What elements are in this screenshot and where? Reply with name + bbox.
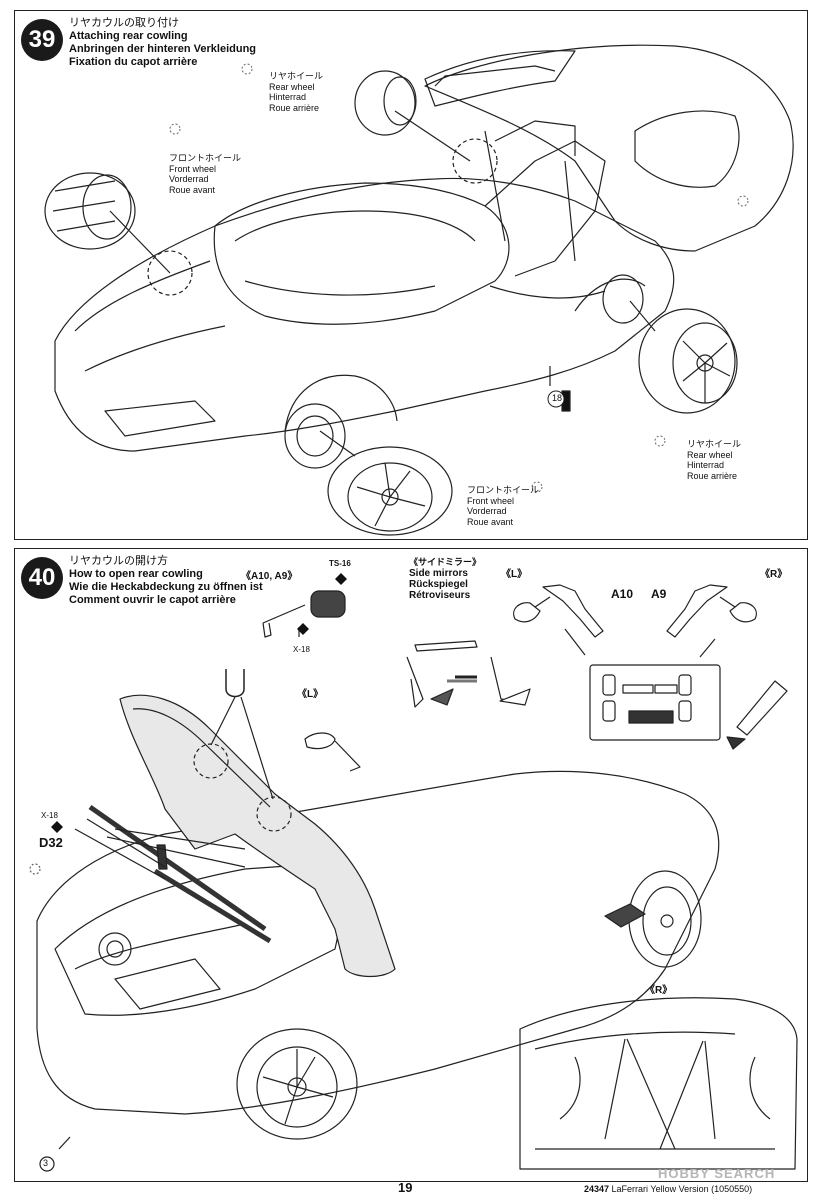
front-wheel-bottom-de: Vorderrad [467, 506, 507, 516]
rear-wheel-top-jp: リヤホイール [269, 71, 324, 81]
paint-x18-label: X-18 [293, 645, 310, 654]
paint-ts16-label: TS-16 [329, 559, 351, 568]
step-39-title-en: Attaching rear cowling [69, 30, 188, 42]
product-name: LaFerrari Yellow Version (1050550) [611, 1184, 753, 1194]
front-wheel-top-label: フロントホイール Front wheel Vorderrad Roue avan… [169, 153, 241, 195]
step-39-title-de: Anbringen der hinteren Verkleidung [69, 43, 257, 55]
front-wheel-top-fr: Roue avant [169, 184, 216, 195]
step-39-title-jp: リヤカウルの取り付け [69, 17, 179, 29]
step-39-title: リヤカウルの取り付け Attaching rear cowling Anbrin… [69, 17, 256, 69]
step-40-title-en: How to open rear cowling [69, 568, 203, 580]
side-mirror-en: Side mirrors [409, 568, 468, 579]
side-mirror-jp: 《サイドミラー》 [409, 557, 482, 567]
front-wheel-bottom-fr: Roue avant [467, 516, 514, 527]
rear-wheel-top-label: リヤホイール Rear wheel Hinterrad Roue arrière [269, 71, 323, 113]
side-mirror-label: 《サイドミラー》 Side mirrors Rückspiegel Rétrov… [409, 557, 481, 601]
part-d32-label: D32 [39, 835, 63, 850]
front-wheel-top-jp: フロントホイール [169, 153, 242, 163]
front-wheel-top-en: Front wheel [169, 163, 217, 174]
paint-x18-d32-label: X-18 [41, 811, 58, 820]
part-a9-label: A9 [651, 587, 667, 601]
rear-wheel-bottom-jp: リヤホイール [687, 439, 742, 449]
step-40-title-jp: リヤカウルの開け方 [69, 555, 168, 567]
step-39-illustration [44, 44, 794, 536]
step-40-number: 40 [21, 557, 63, 599]
left-mark-label: 《L》 [501, 569, 528, 580]
rear-wheel-bottom-fr: Roue arrière [687, 470, 738, 481]
part-a10-label: A10 [611, 587, 634, 601]
step-40-title-de: Wie die Heckabdeckung zu öffnen ist [69, 581, 263, 593]
rear-wheel-top-fr: Roue arrière [269, 102, 320, 113]
page-number: 19 [398, 1180, 413, 1195]
step-40-title: リヤカウルの開け方 How to open rear cowling Wie d… [69, 555, 263, 607]
right-mark-label: 《R》 [760, 569, 788, 580]
step-40-panel: 40 リヤカウルの開け方 How to open rear cowling Wi… [14, 548, 808, 1182]
step-39-title-fr: Fixation du capot arrière [69, 56, 198, 68]
rear-wheel-bottom-label: リヤホイール Rear wheel Hinterrad Roue arrière [687, 439, 741, 481]
step-39-number: 39 [21, 19, 63, 61]
mirror-right-label: 《R》 [645, 985, 673, 996]
front-wheel-bottom-en: Front wheel [467, 495, 515, 506]
rear-wheel-top-de: Hinterrad [269, 92, 307, 102]
front-wheel-bottom-jp: フロントホイール [467, 485, 540, 495]
side-mirror-fr: Rétroviseurs [409, 590, 471, 601]
watermark-logo: HOBBY SEARCH [658, 1166, 776, 1181]
rear-wheel-bottom-en: Rear wheel [687, 449, 733, 460]
front-wheel-bottom-label: フロントホイール Front wheel Vorderrad Roue avan… [467, 485, 539, 527]
front-wheel-top-de: Vorderrad [169, 174, 209, 184]
step-39-ref-number: 18 [552, 393, 563, 403]
rear-wheel-bottom-de: Hinterrad [687, 460, 725, 470]
side-mirror-de: Rückspiegel [409, 579, 468, 590]
parts-a10-a9-label: 《A10, A9》 [241, 571, 298, 582]
step-40-ref-number: 3 [43, 1158, 49, 1168]
step-40-title-fr: Comment ouvrir le capot arrière [69, 594, 236, 606]
rear-wheel-top-en: Rear wheel [269, 81, 315, 92]
product-code: 24347 LaFerrari Yellow Version (1050550) [584, 1184, 752, 1194]
mirror-left-label: 《L》 [297, 689, 324, 700]
step-40-illustration [29, 573, 798, 1172]
item-code: 24347 [584, 1184, 610, 1194]
step-39-panel: 39 リヤカウルの取り付け Attaching rear cowling Anb… [14, 10, 808, 540]
